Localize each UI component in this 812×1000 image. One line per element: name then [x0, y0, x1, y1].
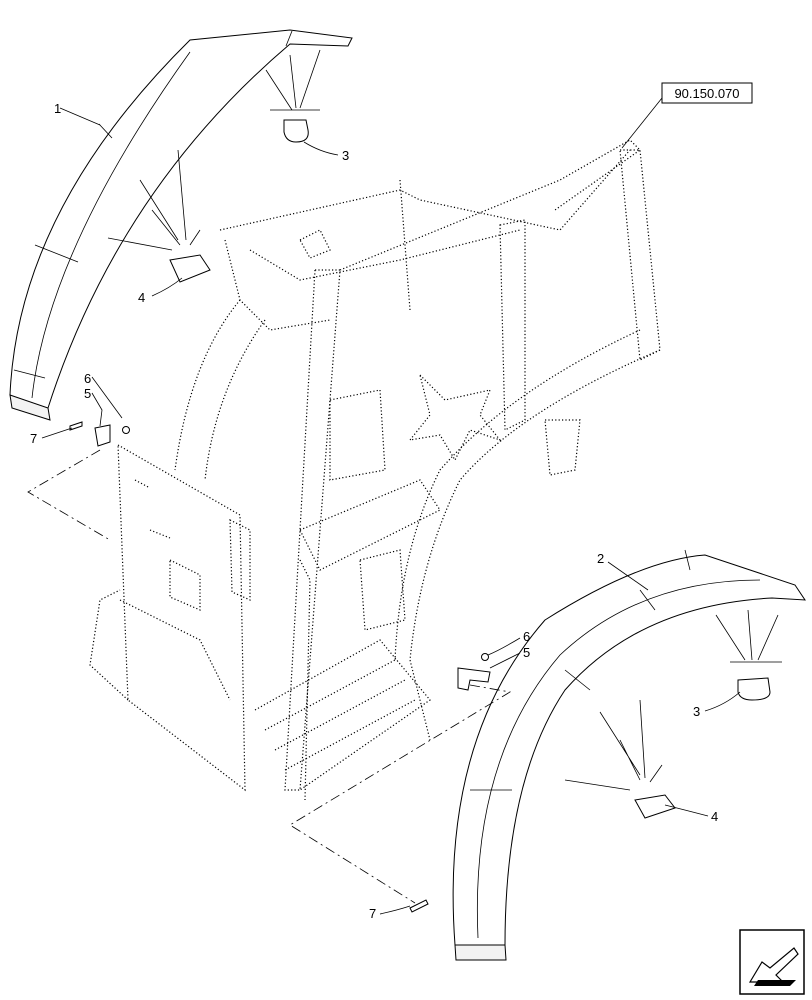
- clip-3-right: [715, 609, 782, 701]
- callout-numbers: 1 3 4 6 5 7 2 6 5 3 4 7: [30, 101, 718, 921]
- clip-4-right: [564, 699, 676, 819]
- callout-3-upper: 3: [342, 148, 349, 163]
- callout-6-right: 6: [523, 629, 530, 644]
- callout-7-left: 7: [30, 431, 37, 446]
- reference-code-label: 90.150.070: [674, 86, 739, 101]
- callout-7-right: 7: [369, 906, 376, 921]
- reference-code-box[interactable]: 90.150.070: [621, 82, 753, 149]
- callout-3-right: 3: [693, 704, 700, 719]
- assembly-lines: [27, 449, 512, 904]
- callout-5-right: 5: [523, 645, 530, 660]
- cab-frame: [89, 139, 661, 801]
- callout-leaders: [41, 107, 741, 915]
- callout-2: 2: [597, 551, 604, 566]
- left-mounting-hardware: [69, 421, 130, 447]
- clip-3-upper-left: [265, 49, 321, 143]
- next-page-arrow-icon[interactable]: [739, 929, 805, 995]
- callout-1: 1: [54, 101, 61, 116]
- left-fender: [9, 29, 353, 421]
- right-fender: [452, 549, 806, 961]
- callout-6-left: 6: [84, 371, 91, 386]
- clip-4-upper-left: [107, 149, 211, 283]
- right-mounting-hardware: [409, 653, 491, 913]
- callout-4-upper: 4: [138, 290, 145, 305]
- callout-5-left: 5: [84, 386, 91, 401]
- callout-4-right: 4: [711, 809, 718, 824]
